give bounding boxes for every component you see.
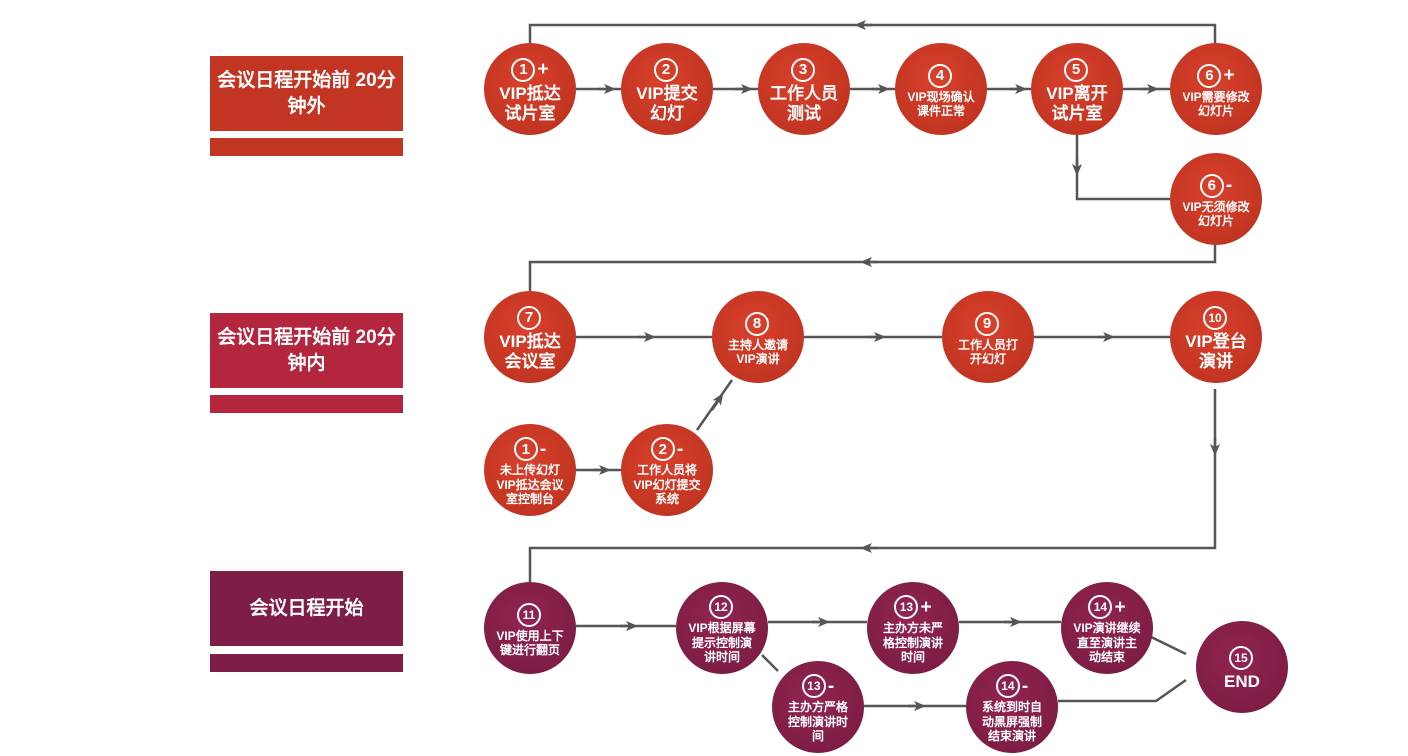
step-number: 4 <box>928 63 952 88</box>
step-label: END <box>1224 671 1260 691</box>
step-9-node: 9 工作人员打 开幻灯 <box>942 291 1034 383</box>
step-label: 主办方未严 格控制演讲 时间 <box>882 621 943 665</box>
step-number: 13 <box>894 595 919 620</box>
step-number: 14 <box>995 674 1020 699</box>
step-number: 9 <box>975 311 999 336</box>
step-label: 主持人邀请 VIP演讲 <box>727 337 788 366</box>
loop-back-connector <box>528 23 1217 43</box>
step-sign: - <box>1225 175 1233 197</box>
step-label: VIP需要修改 幻灯片 <box>1182 89 1250 118</box>
step-sign: + <box>537 59 549 81</box>
step-number: 2 <box>654 57 678 82</box>
step-label: 未上传幻灯 VIP抵达会议 室控制台 <box>496 463 564 507</box>
phase-bar-meeting-started <box>210 654 403 672</box>
step-13-minus-node: 13- 主办方严格 控制演讲时 间 <box>772 661 864 753</box>
connector-14m-15 <box>1058 678 1187 703</box>
step-4-node: 4 VIP现场确认 课件正常 <box>895 43 987 135</box>
step-number: 1 <box>513 437 538 462</box>
step-sign: + <box>1223 65 1235 87</box>
step-2-node: 2 VIP提交 幻灯 <box>621 43 713 135</box>
step-12-node: 12 VIP根据屏幕 提示控制演 讲时间 <box>676 582 768 674</box>
step-14-plus-node: 14+ VIP演讲继续 直至演讲主 动结束 <box>1061 582 1153 674</box>
step-13-plus-node: 13+ 主办方未严 格控制演讲 时间 <box>867 582 959 674</box>
step-number: 6 <box>1197 63 1222 88</box>
step-number: 1 <box>511 57 536 82</box>
step-label: 系统到时自 动黑屏强制 结束演讲 <box>981 700 1042 744</box>
step-6-minus-node: 6- VIP无须修改 幻灯片 <box>1170 153 1262 245</box>
step-number: 12 <box>709 595 733 620</box>
connector-5-6-minus <box>1075 135 1170 201</box>
step-8-node: 8 主持人邀请 VIP演讲 <box>712 291 804 383</box>
step-label: 主办方严格 控制演讲时 间 <box>787 700 848 744</box>
step-number: 11 <box>517 602 541 627</box>
phase-bar-before-20min-outside <box>210 138 403 156</box>
step-label: VIP无须修改 幻灯片 <box>1182 199 1250 228</box>
step-sign: - <box>539 438 547 460</box>
step-label: VIP现场确认 课件正常 <box>907 89 975 118</box>
step-number: 14 <box>1088 595 1113 620</box>
step-1-minus-node: 1- 未上传幻灯 VIP抵达会议 室控制台 <box>484 424 576 516</box>
step-label: 工作人员 测试 <box>770 83 838 123</box>
connector-14-plus-15 <box>1146 633 1187 656</box>
step-14-minus-node: 14- 系统到时自 动黑屏强制 结束演讲 <box>966 661 1058 753</box>
step-number: 5 <box>1064 57 1088 82</box>
step-sign: - <box>827 675 835 697</box>
step-number: 13 <box>801 674 826 699</box>
step-label: VIP使用上下 键进行翻页 <box>496 628 564 657</box>
step-sign: - <box>676 438 684 460</box>
step-number: 7 <box>517 305 541 330</box>
step-number: 2 <box>650 437 675 462</box>
step-label: VIP登台 演讲 <box>1185 331 1247 371</box>
step-label: VIP根据屏幕 提示控制演 讲时间 <box>688 621 756 665</box>
step-number: 6 <box>1199 173 1224 198</box>
phase-label-before-20min-outside: 会议日程开始前 20分钟外 <box>210 56 403 131</box>
arrowhead <box>710 393 724 411</box>
step-10-node: 10 VIP登台 演讲 <box>1170 291 1262 383</box>
step-number: 15 <box>1229 645 1253 670</box>
step-number: 10 <box>1203 305 1227 330</box>
step-label: VIP抵达 会议室 <box>499 331 561 371</box>
step-sign: + <box>1114 596 1126 618</box>
step-number: 8 <box>745 311 769 336</box>
phase-bar-before-20min-inside <box>210 395 403 413</box>
step-15-end-node: 15 END <box>1196 621 1288 713</box>
step-label: VIP抵达 试片室 <box>499 83 561 123</box>
step-5-node: 5 VIP离开 试片室 <box>1031 43 1123 135</box>
phase-label-meeting-started: 会议日程开始 <box>210 571 403 646</box>
connector-12-13-minus <box>761 654 779 672</box>
step-1-plus-node: 1+ VIP抵达 试片室 <box>484 43 576 135</box>
step-sign: + <box>920 596 932 618</box>
step-label: VIP离开 试片室 <box>1046 83 1108 123</box>
step-label: 工作人员打 开幻灯 <box>957 337 1018 366</box>
step-number: 3 <box>791 57 815 82</box>
step-11-node: 11 VIP使用上下 键进行翻页 <box>484 582 576 674</box>
step-sign: - <box>1021 675 1029 697</box>
step-3-node: 3 工作人员 测试 <box>758 43 850 135</box>
connector-6-minus-to-7 <box>528 245 1217 291</box>
step-6-plus-node: 6+ VIP需要修改 幻灯片 <box>1170 43 1262 135</box>
step-7-node: 7 VIP抵达 会议室 <box>484 291 576 383</box>
step-label: VIP演讲继续 直至演讲主 动结束 <box>1073 621 1141 665</box>
step-label: 工作人员将 VIP幻灯提交 系统 <box>633 463 701 507</box>
step-2-minus-node: 2- 工作人员将 VIP幻灯提交 系统 <box>621 424 713 516</box>
step-label: VIP提交 幻灯 <box>636 83 698 123</box>
phase-label-before-20min-inside: 会议日程开始前 20分钟内 <box>210 313 403 388</box>
